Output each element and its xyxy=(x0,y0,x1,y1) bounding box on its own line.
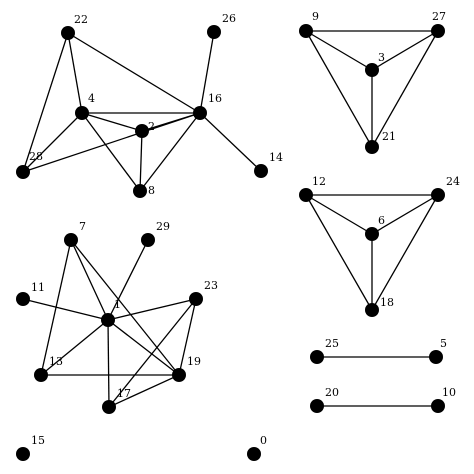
node-label-25: 25 xyxy=(325,337,339,350)
edge-1-23 xyxy=(107,298,197,321)
node-24 xyxy=(431,188,445,202)
node-4 xyxy=(75,106,89,120)
edge-17-19 xyxy=(108,374,180,408)
node-label-0: 0 xyxy=(260,434,267,447)
edge-4-8 xyxy=(81,112,141,192)
label-layer: 0123456789101112131415161718202122232425… xyxy=(29,10,460,447)
edge-9-21 xyxy=(305,30,373,148)
node-label-12: 12 xyxy=(312,175,326,188)
node-label-20: 20 xyxy=(325,386,339,399)
node-9 xyxy=(299,24,313,38)
edge-2-8 xyxy=(139,130,143,192)
node-label-8: 8 xyxy=(148,184,155,197)
node-27 xyxy=(431,24,445,38)
node-label-9: 9 xyxy=(312,10,319,23)
node-5 xyxy=(429,350,443,364)
node-20 xyxy=(310,399,324,413)
edge-22-28 xyxy=(22,32,69,173)
node-label-23: 23 xyxy=(204,279,218,292)
edge-1-13 xyxy=(40,319,109,376)
node-label-19: 19 xyxy=(187,355,201,368)
node-22 xyxy=(61,26,75,40)
node-8 xyxy=(133,184,147,198)
node-label-17: 17 xyxy=(117,387,131,400)
node-28 xyxy=(16,165,30,179)
node-label-22: 22 xyxy=(74,13,88,26)
node-label-27: 27 xyxy=(432,10,446,23)
edge-27-3 xyxy=(371,30,439,71)
edge-4-28 xyxy=(22,112,83,173)
node-25 xyxy=(310,350,324,364)
node-15 xyxy=(16,447,30,461)
node-label-16: 16 xyxy=(208,92,222,105)
node-18 xyxy=(365,303,379,317)
edge-23-19 xyxy=(178,298,197,376)
edge-7-1 xyxy=(70,239,109,321)
node-label-18: 18 xyxy=(380,296,394,309)
edge-12-18 xyxy=(305,194,373,311)
node-23 xyxy=(189,292,203,306)
node-0 xyxy=(247,447,261,461)
node-label-7: 7 xyxy=(79,220,86,233)
node-7 xyxy=(64,233,78,247)
node-16 xyxy=(193,106,207,120)
node-label-2: 2 xyxy=(148,120,155,133)
edge-1-17 xyxy=(107,319,110,408)
node-label-13: 13 xyxy=(49,355,63,368)
node-2 xyxy=(135,124,149,138)
edge-12-6 xyxy=(305,194,373,235)
node-label-29: 29 xyxy=(156,220,170,233)
edge-23-17 xyxy=(108,298,197,408)
edge-16-14 xyxy=(199,112,262,172)
node-label-3: 3 xyxy=(378,51,385,64)
edge-9-3 xyxy=(305,30,373,71)
node-label-21: 21 xyxy=(382,130,396,143)
node-13 xyxy=(34,368,48,382)
edge-layer xyxy=(22,30,439,408)
edge-7-19 xyxy=(70,239,180,376)
node-17 xyxy=(102,400,116,414)
edge-22-4 xyxy=(67,32,83,114)
node-label-26: 26 xyxy=(222,12,236,25)
node-19 xyxy=(172,368,186,382)
edge-29-1 xyxy=(107,239,149,321)
node-label-4: 4 xyxy=(88,92,95,105)
node-29 xyxy=(141,233,155,247)
node-label-15: 15 xyxy=(31,434,45,447)
edge-22-16 xyxy=(67,32,201,114)
node-11 xyxy=(16,292,30,306)
node-6 xyxy=(365,227,379,241)
node-10 xyxy=(431,399,445,413)
node-label-1: 1 xyxy=(114,298,121,311)
node-3 xyxy=(365,63,379,77)
edge-28-16 xyxy=(22,112,201,173)
edge-4-2 xyxy=(81,112,143,132)
node-label-14: 14 xyxy=(269,151,283,164)
node-label-28: 28 xyxy=(29,150,43,163)
node-label-6: 6 xyxy=(378,214,385,227)
node-21 xyxy=(365,140,379,154)
edge-16-26 xyxy=(199,31,215,114)
edge-11-1 xyxy=(22,298,109,321)
node-1 xyxy=(101,313,115,327)
node-14 xyxy=(254,164,268,178)
edge-24-6 xyxy=(371,194,439,235)
node-label-10: 10 xyxy=(442,386,456,399)
edge-16-8 xyxy=(139,112,201,192)
edge-24-18 xyxy=(371,194,439,311)
node-12 xyxy=(299,188,313,202)
node-label-24: 24 xyxy=(446,175,460,188)
node-layer xyxy=(16,24,445,461)
node-label-11: 11 xyxy=(31,281,45,294)
edge-1-19 xyxy=(107,319,180,376)
node-26 xyxy=(207,25,221,39)
edge-27-21 xyxy=(371,30,439,148)
node-label-5: 5 xyxy=(440,337,447,350)
